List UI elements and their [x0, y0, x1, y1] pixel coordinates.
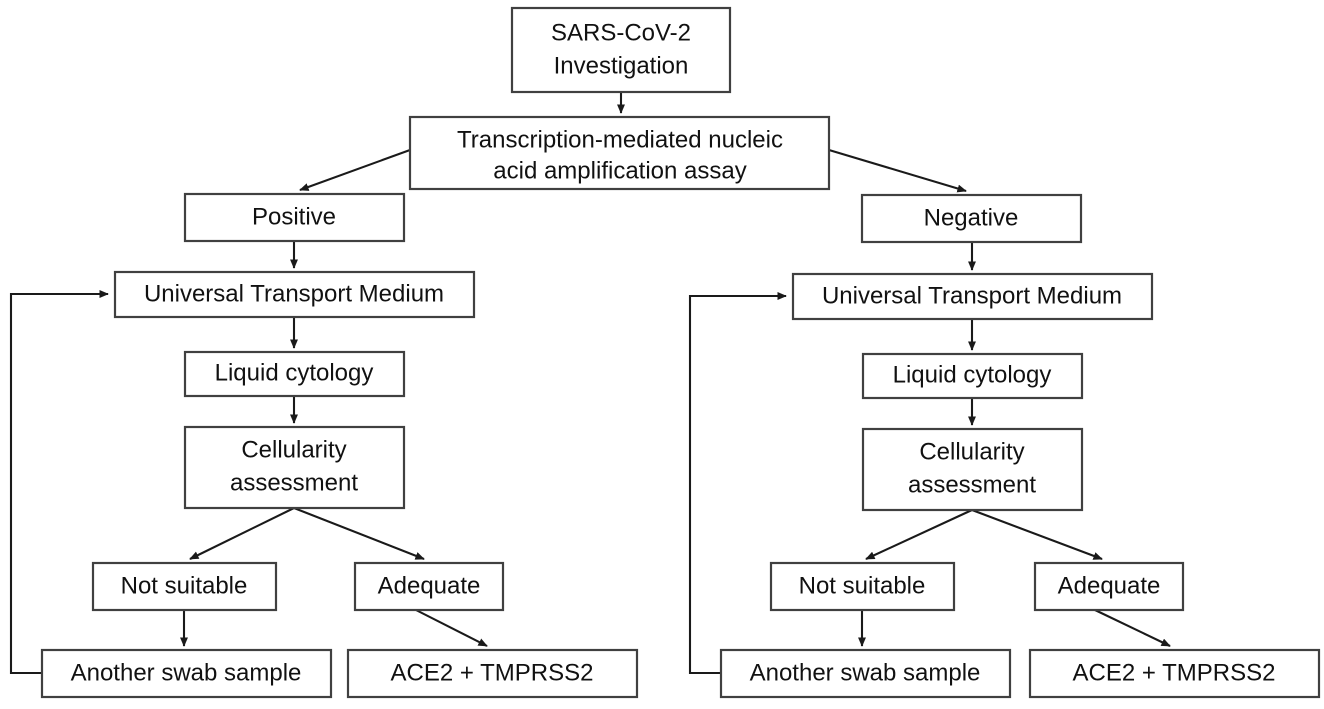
- node-cytology-left-box: [183, 350, 406, 398]
- node-ace2-left-box: [346, 648, 639, 699]
- node-ace2-left[interactable]: ACE2 + TMPRSS2: [346, 648, 639, 699]
- nodes-layer: SARS-CoV-2 Investigation Transcription-m…: [40, 6, 1321, 699]
- node-cytology-left[interactable]: Liquid cytology: [183, 350, 406, 398]
- node-another-swab-right-label: Another swab sample: [750, 659, 981, 686]
- node-adequate-left[interactable]: Adequate: [353, 561, 505, 612]
- node-utm-right[interactable]: Universal Transport Medium: [791, 272, 1154, 321]
- node-assay-box: [408, 115, 831, 191]
- edge-cellularity-left-to-not-suitable-left: [189, 507, 295, 560]
- node-cellularity-left[interactable]: Cellularity assessment: [183, 425, 406, 510]
- node-negative-box: [860, 193, 1083, 244]
- node-ace2-left-label: ACE2 + TMPRSS2: [391, 659, 594, 686]
- node-adequate-right-label: Adequate: [1058, 572, 1161, 599]
- node-assay-label-line1: Transcription-mediated nucleic: [457, 126, 783, 153]
- node-another-swab-left[interactable]: Another swab sample: [40, 648, 333, 699]
- node-root-label-line2: Investigation: [554, 52, 689, 79]
- edge-adequate-right-to-ace2-right: [1094, 609, 1171, 647]
- node-positive[interactable]: Positive: [183, 192, 406, 243]
- node-adequate-right[interactable]: Adequate: [1033, 561, 1185, 612]
- node-another-swab-right[interactable]: Another swab sample: [719, 648, 1012, 699]
- node-ace2-right-label: ACE2 + TMPRSS2: [1073, 659, 1276, 686]
- node-not-suitable-left-box: [91, 561, 278, 612]
- edge-assay-to-negative: [828, 148, 967, 193]
- node-positive-label: Positive: [252, 203, 336, 230]
- node-adequate-left-label: Adequate: [378, 572, 481, 599]
- node-cellularity-right-label-line2: assessment: [908, 471, 1036, 498]
- edge-feedback-left: [9, 290, 109, 675]
- node-not-suitable-left-label: Not suitable: [121, 572, 248, 599]
- node-not-suitable-left[interactable]: Not suitable: [91, 561, 278, 612]
- node-cellularity-left-label-line2: assessment: [230, 469, 358, 496]
- node-ace2-right[interactable]: ACE2 + TMPRSS2: [1028, 648, 1321, 699]
- edge-cellularity-right-to-not-suitable-right: [865, 509, 973, 560]
- node-another-swab-left-box: [40, 648, 333, 699]
- node-adequate-left-box: [353, 561, 505, 612]
- edge-assay-to-positive: [299, 149, 411, 191]
- node-cytology-left-label: Liquid cytology: [215, 359, 374, 386]
- node-utm-left-label: Universal Transport Medium: [144, 280, 444, 307]
- node-adequate-right-box: [1033, 561, 1185, 612]
- edge-feedback-right: [688, 292, 787, 675]
- node-utm-right-label: Universal Transport Medium: [822, 282, 1122, 309]
- node-cytology-right[interactable]: Liquid cytology: [861, 352, 1084, 400]
- node-ace2-right-box: [1028, 648, 1321, 699]
- node-cellularity-left-label-line1: Cellularity: [241, 436, 346, 463]
- node-cytology-right-box: [861, 352, 1084, 400]
- node-root[interactable]: SARS-CoV-2 Investigation: [510, 6, 732, 94]
- node-cellularity-right-box: [861, 427, 1084, 512]
- node-positive-box: [183, 192, 406, 243]
- node-cellularity-left-box: [183, 425, 406, 510]
- node-assay[interactable]: Transcription-mediated nucleic acid ampl…: [408, 115, 831, 191]
- node-cytology-right-label: Liquid cytology: [893, 361, 1052, 388]
- node-root-label-line1: SARS-CoV-2: [551, 19, 691, 46]
- edges-layer: [9, 92, 1171, 675]
- node-another-swab-left-label: Another swab sample: [71, 659, 302, 686]
- node-not-suitable-right[interactable]: Not suitable: [769, 561, 956, 612]
- node-utm-left[interactable]: Universal Transport Medium: [113, 270, 476, 319]
- node-negative-label: Negative: [924, 204, 1019, 231]
- node-cellularity-right-label-line1: Cellularity: [919, 438, 1024, 465]
- node-negative[interactable]: Negative: [860, 193, 1083, 244]
- node-root-box: [510, 6, 732, 94]
- node-not-suitable-right-label: Not suitable: [799, 572, 926, 599]
- edge-adequate-left-to-ace2-left: [415, 609, 488, 647]
- edge-cellularity-right-to-adequate-right: [971, 509, 1103, 560]
- node-cellularity-right[interactable]: Cellularity assessment: [861, 427, 1084, 512]
- node-assay-label-line2: acid amplification assay: [493, 157, 746, 184]
- node-not-suitable-right-box: [769, 561, 956, 612]
- node-utm-left-box: [113, 270, 476, 319]
- node-another-swab-right-box: [719, 648, 1012, 699]
- edge-cellularity-left-to-adequate-left: [293, 507, 425, 560]
- node-utm-right-box: [791, 272, 1154, 321]
